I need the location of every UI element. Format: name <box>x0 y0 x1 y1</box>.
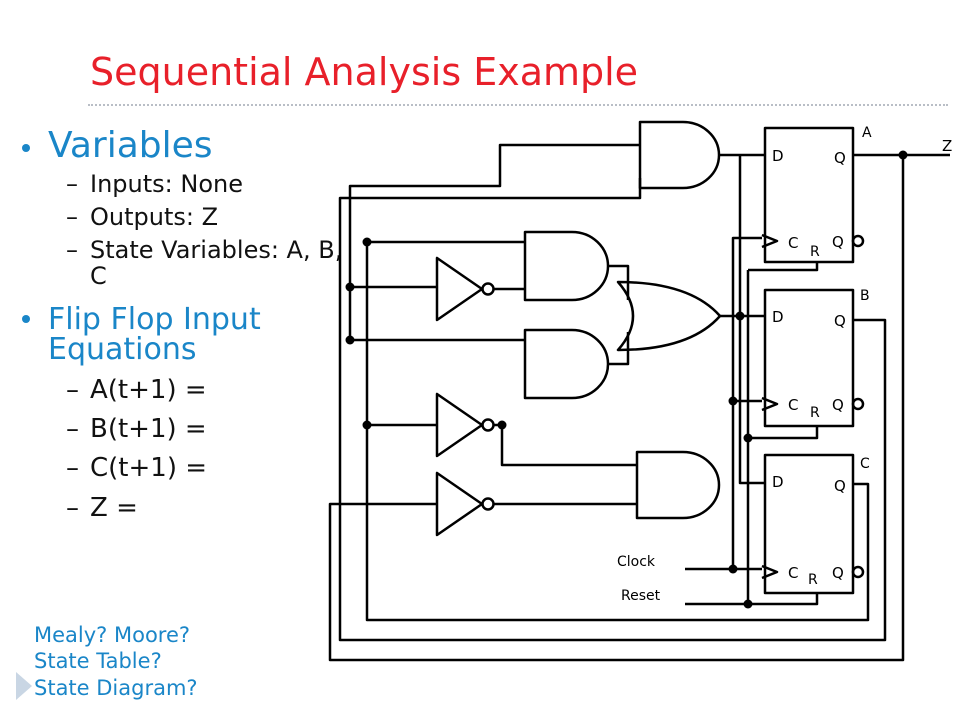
next-slide-arrow-icon[interactable] <box>16 672 32 700</box>
bullet-dot-icon <box>22 144 30 152</box>
eq-b-text: B(t+1) = <box>90 414 207 445</box>
note-mealy-moore: Mealy? Moore? <box>34 623 191 647</box>
and-gate-3 <box>523 328 610 400</box>
clock-label: Clock <box>617 554 656 570</box>
ff-a-qbar-pin: Q <box>832 233 844 251</box>
eq-c-text: C(t+1) = <box>90 453 208 484</box>
dash-icon: – <box>66 453 79 484</box>
and-gate-4 <box>635 450 721 520</box>
ff-c-qbar-pin: Q <box>832 564 844 582</box>
bullet-dot-icon <box>22 314 30 323</box>
flip-flop-a <box>761 126 865 264</box>
dash-icon: – <box>66 170 78 198</box>
ff-a-c-pin: C <box>788 234 798 252</box>
ff-c-r-pin: R <box>808 572 818 588</box>
ff-b-qbar-pin: Q <box>832 396 844 414</box>
inputs-text: Inputs: None <box>90 170 243 198</box>
flip-flop-b <box>761 288 865 428</box>
ff-c-q-pin: Q <box>834 477 846 495</box>
and-gate-2 <box>523 230 610 302</box>
outputs-text: Outputs: Z <box>90 203 219 232</box>
sub-bullet-eq-z: – Z = <box>20 492 350 523</box>
dash-icon: – <box>66 236 78 265</box>
ff-c-c-pin: C <box>788 564 798 582</box>
note-state-diagram: State Diagram? <box>34 675 198 700</box>
ff-c-label: C <box>860 456 870 472</box>
or-gate <box>616 280 722 352</box>
ff-b-label: B <box>860 288 870 304</box>
ff-b-q-pin: Q <box>834 312 846 330</box>
eq-a-text: A(t+1) = <box>90 374 207 405</box>
ff-b-d-pin: D <box>772 308 784 326</box>
and-gate-1 <box>638 120 721 190</box>
inverter-2 <box>435 392 495 458</box>
dash-icon: – <box>66 374 79 405</box>
dash-icon: – <box>66 203 78 232</box>
slide-title: Sequential Analysis Example <box>90 50 639 94</box>
ff-c-d-pin: D <box>772 473 784 491</box>
output-z-label: Z <box>942 137 952 155</box>
bullet-variables: Variables <box>20 128 350 164</box>
bullet-ff-equations: Flip Flop Input Equations <box>20 301 350 367</box>
eq-z-text: Z = <box>90 492 138 523</box>
bullet-list: Variables – Inputs: None – Outputs: Z – … <box>20 128 350 522</box>
title-divider <box>88 104 948 106</box>
sub-bullet-outputs: – Outputs: Z <box>20 203 350 232</box>
ff-equations-text: Flip Flop Input Equations <box>48 301 261 367</box>
ff-a-q-pin: Q <box>834 149 846 167</box>
sub-bullet-state-vars: – State Variables: A, B, C <box>20 236 350 290</box>
reset-label: Reset <box>621 588 661 604</box>
sub-bullet-eq-a: – A(t+1) = <box>20 374 350 405</box>
ff-a-label: A <box>862 125 872 141</box>
state-vars-text: State Variables: A, B, C <box>90 236 343 290</box>
bullet-variables-text: Variables <box>48 125 213 166</box>
sub-bullet-inputs: – Inputs: None <box>20 170 350 198</box>
ff-a-r-pin: R <box>810 244 820 260</box>
sub-bullet-eq-c: – C(t+1) = <box>20 453 350 484</box>
note-state-table: State Table? <box>34 649 162 674</box>
dash-icon: – <box>66 492 79 523</box>
ff-b-r-pin: R <box>810 405 820 421</box>
wire <box>328 143 950 662</box>
sub-bullet-eq-b: – B(t+1) = <box>20 414 350 445</box>
inverter-3 <box>435 471 495 537</box>
inverter-1 <box>435 256 495 322</box>
notes-block: Mealy? Moore? State Table? State Diagram… <box>34 622 198 701</box>
flip-flop-c <box>761 453 865 595</box>
ff-a-d-pin: D <box>772 147 784 165</box>
ff-b-c-pin: C <box>788 396 798 414</box>
dash-icon: – <box>66 414 79 445</box>
junction-dots <box>345 150 908 609</box>
